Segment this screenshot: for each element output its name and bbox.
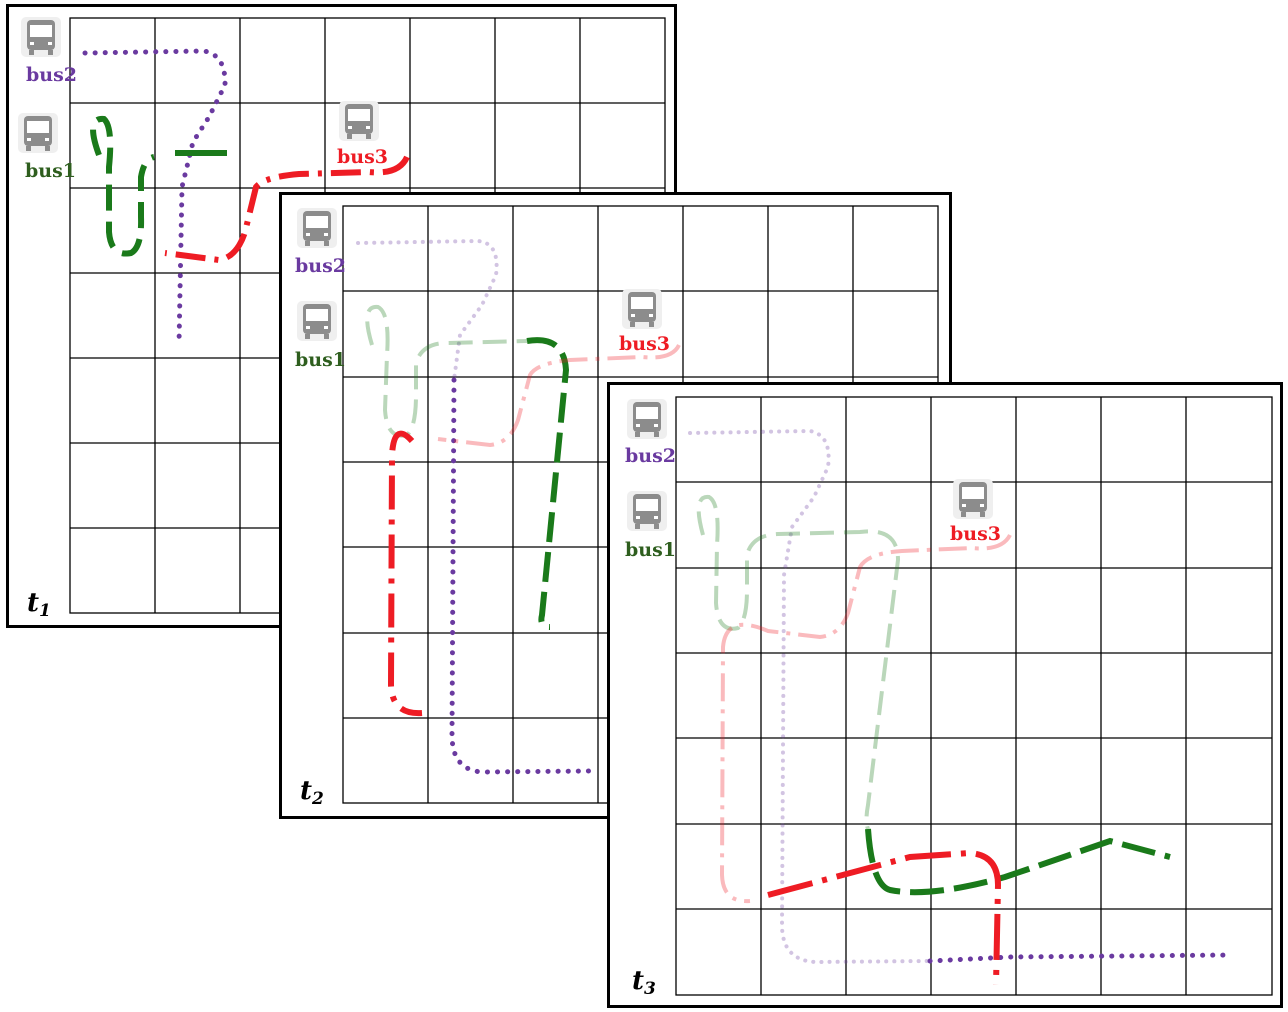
route-bus1 [865, 828, 1171, 896]
route-bus3 [387, 430, 423, 717]
bus-icon [622, 289, 662, 329]
route-bus2 [82, 48, 228, 347]
bus3-label: bus3 [337, 146, 388, 168]
bus-icon [627, 399, 667, 439]
bus3-label: bus3 [619, 333, 670, 355]
bus1-label: bus1 [295, 349, 346, 371]
bus-icon [627, 491, 667, 531]
bus2-label: bus2 [26, 64, 77, 86]
route-bus1-past [365, 304, 528, 438]
grid [675, 396, 1273, 996]
route-bus2 [927, 952, 1233, 964]
bus-icon [339, 101, 379, 141]
time-label: t2 [300, 776, 324, 809]
panel-t2-canvas: bus2 bus1 bus3 t2 [295, 205, 939, 809]
bus3-label: bus3 [950, 523, 1001, 545]
bus-icon [297, 208, 337, 248]
bus2-label: bus2 [295, 255, 346, 277]
bus1-label: bus1 [25, 160, 76, 182]
bus-icon [18, 113, 58, 153]
bus-icon [297, 301, 337, 341]
panel-t3-canvas: bus2 bus1 bus3 t3 [625, 396, 1273, 999]
bus-icon [21, 17, 61, 57]
bus2-label: bus2 [625, 445, 676, 467]
bus-icon [953, 479, 993, 519]
route-bus2 [449, 377, 593, 775]
route-bus3-past [719, 533, 1012, 904]
route-bus3 [767, 849, 1002, 986]
route-bus2-past [356, 238, 499, 382]
route-bus1-past [696, 494, 901, 830]
time-label: t1 [27, 588, 51, 621]
route-bus3-past [437, 343, 681, 448]
panel-t3: bus2 bus1 bus3 t3 [607, 382, 1283, 1008]
route-bus1 [526, 337, 570, 630]
route-bus2-past [688, 428, 932, 965]
time-label: t3 [632, 966, 656, 999]
route-bus3 [164, 155, 410, 264]
bus1-label: bus1 [625, 539, 676, 561]
route-bus1 [90, 115, 227, 257]
